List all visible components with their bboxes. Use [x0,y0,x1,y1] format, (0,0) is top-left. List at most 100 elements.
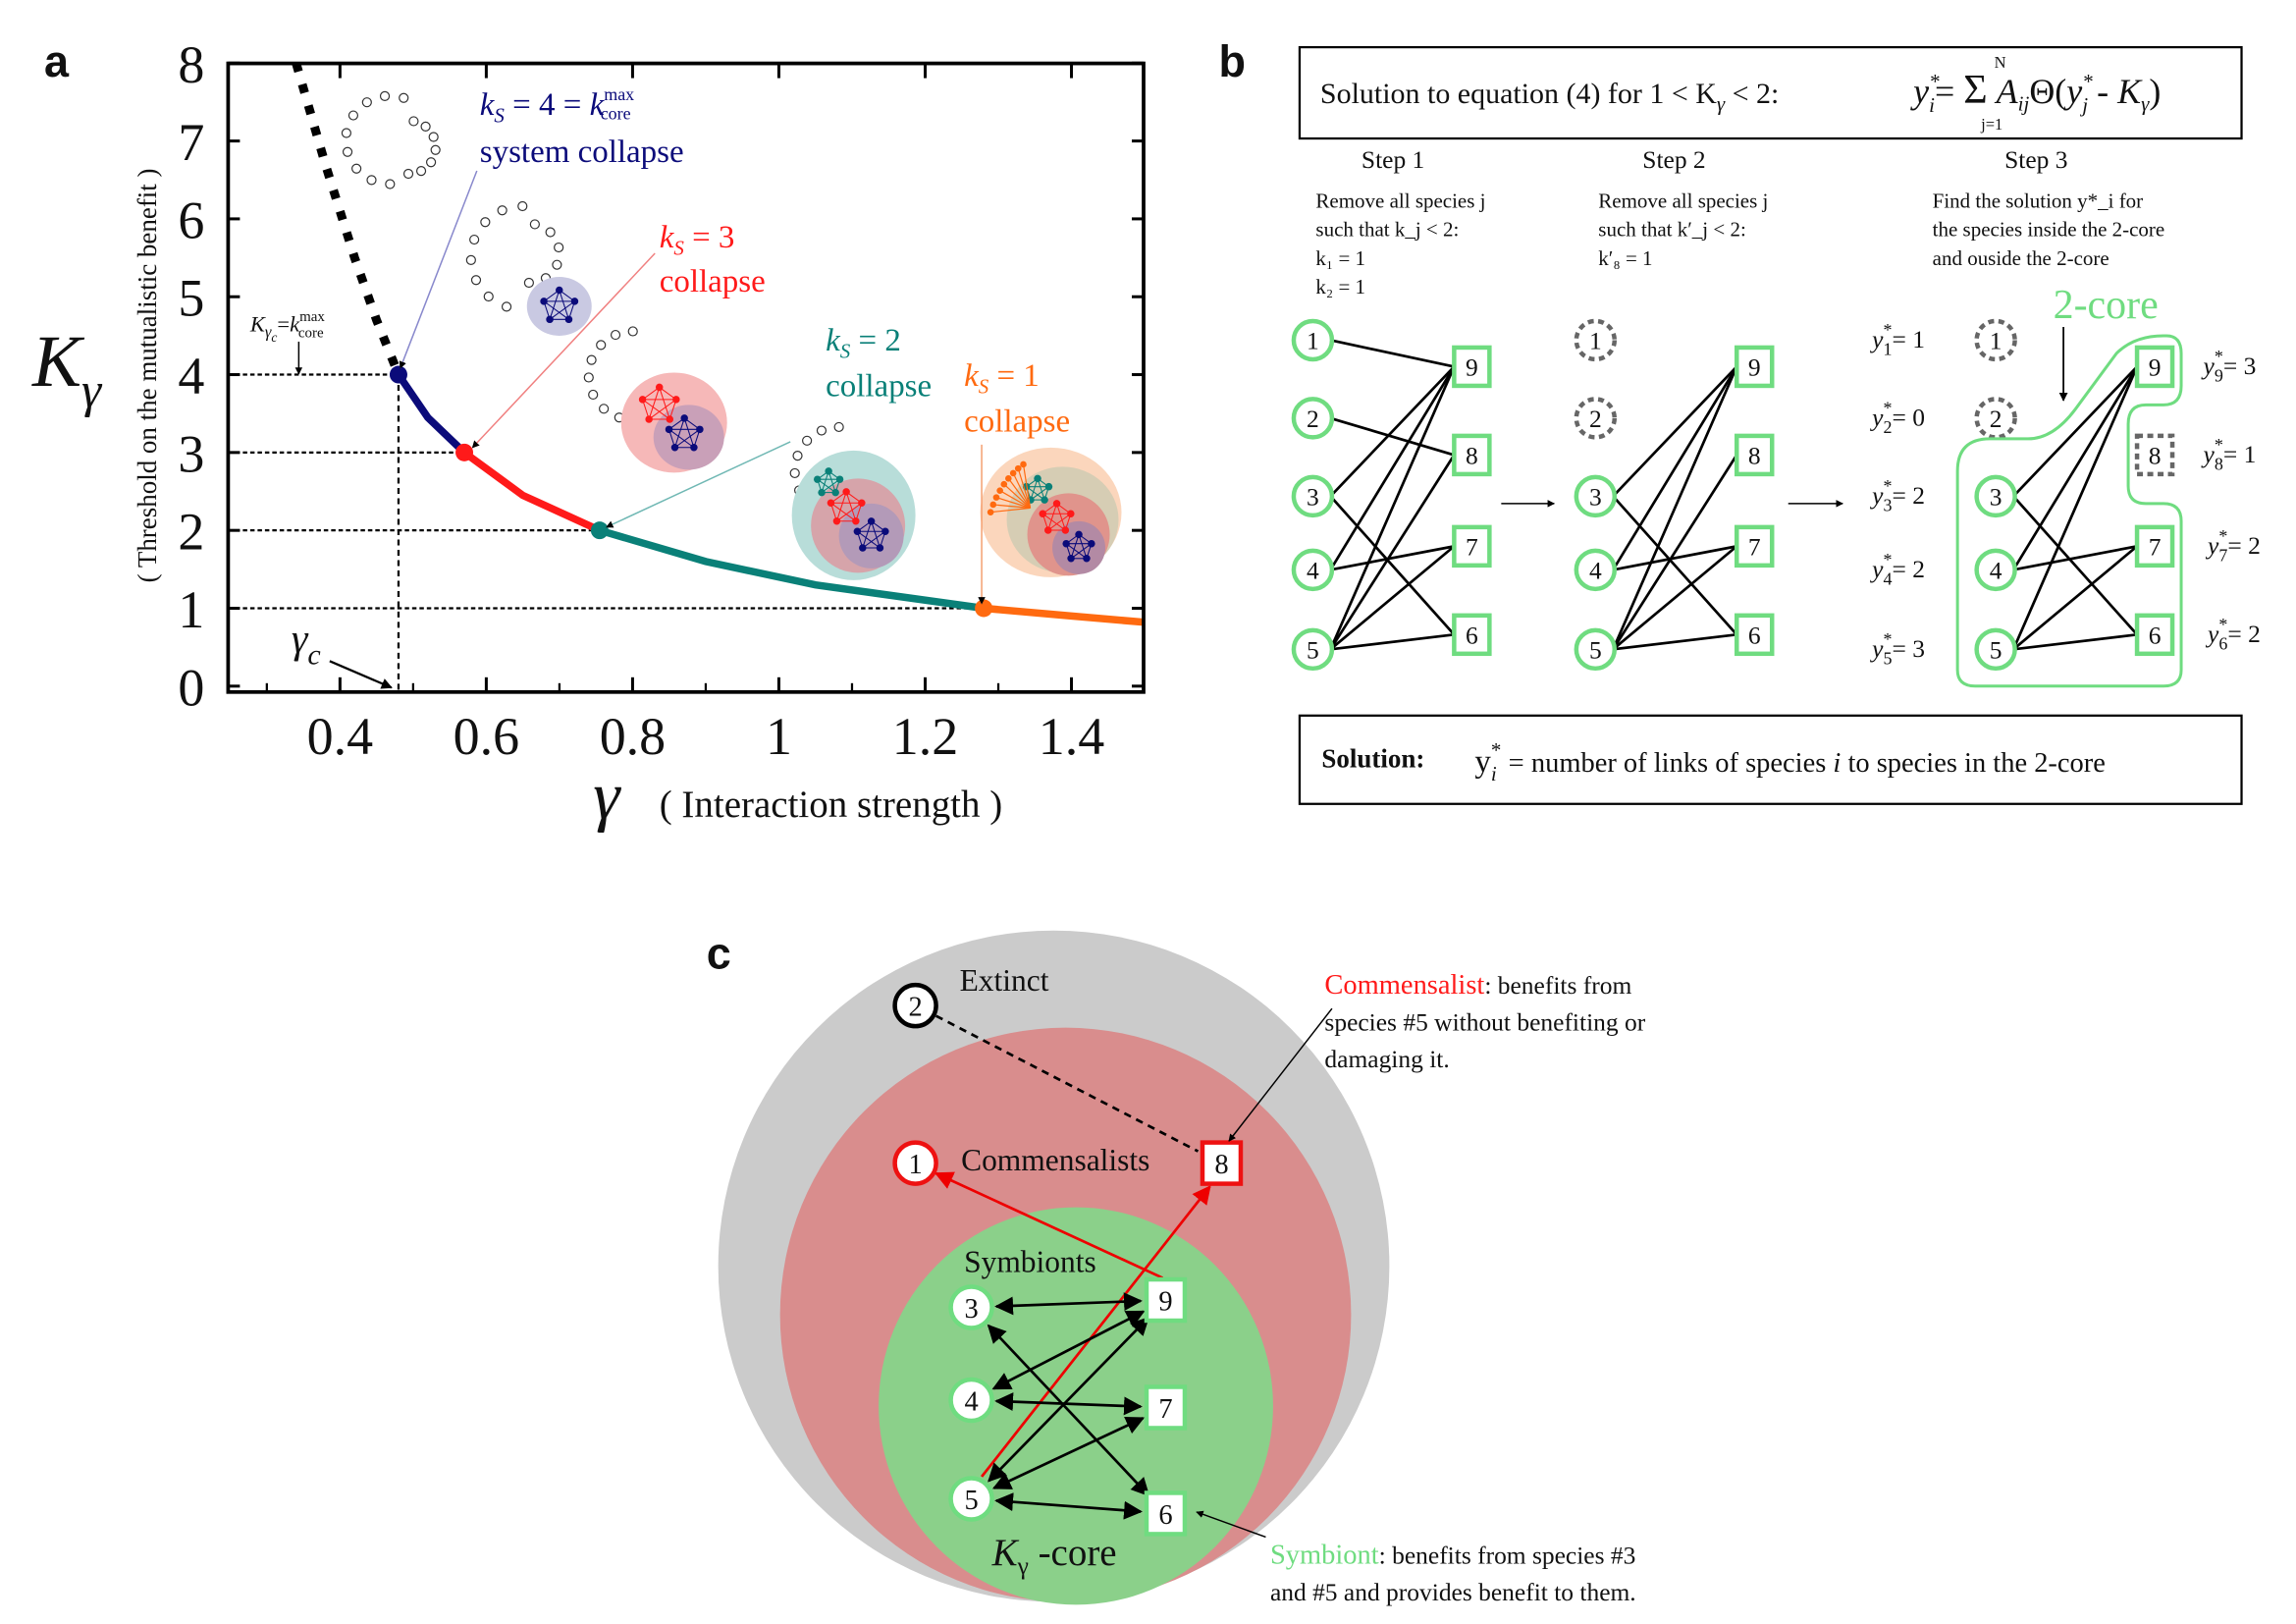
transition-point [975,599,993,618]
y-tick-label: 7 [178,113,204,172]
species-square-6 [2134,613,2175,657]
y-tick-label: 6 [178,190,204,249]
species-dot [789,467,800,479]
species-dot [523,277,534,289]
network-node [818,488,826,497]
y-symbol: y [1869,403,1884,431]
network-node [1052,500,1061,508]
link-3-9 [1329,365,1456,498]
network-link [1070,543,1093,560]
network-node [832,516,841,525]
network-link [862,530,886,549]
x-axis-symbol: γ [593,759,621,834]
species-circle-5 [948,1476,994,1522]
network-node [1009,469,1017,477]
symbiont-pointer [1196,1510,1266,1539]
annotation-ks3: kS = 3 [660,220,735,259]
commensalist-note-line2: species #5 without benefiting or [1324,1008,1645,1037]
solution-right: y*9= 3 [2201,347,2257,385]
species-dot [816,425,828,436]
link-5-6 [2012,632,2138,651]
link-5-9 [1612,365,1738,650]
species-dot [425,157,437,168]
panel-b: b Solution to equation (4) for 1 < Kγ < … [1218,36,2261,805]
extinct-label: Extinct [960,963,1049,998]
step-description-line: such that k_j < 2: [1315,218,1459,242]
species-dot [529,219,540,230]
star: * [1883,550,1892,569]
curve-ks4 [395,372,467,456]
species-dot [351,163,362,174]
species-label: 4 [1589,556,1602,584]
network-link [642,399,670,420]
species-label: 9 [1748,352,1761,381]
link-5-6 [1330,632,1455,651]
network-node [996,487,1003,494]
step-description-line: k₂ = 1 [1315,275,1365,298]
network-link [1022,463,1032,509]
species-circle-2 [892,982,938,1029]
panel-label-c: c [707,929,731,979]
species-label: 3 [964,1294,978,1325]
network-node [638,396,647,404]
step-description-line: the species inside the 2-core [1933,218,2165,242]
value: = 1 [1893,325,1925,353]
subscript: 5 [1884,648,1893,668]
network-node [1044,482,1053,491]
x-tick-label: 1.2 [892,707,958,766]
network-link [1030,486,1049,501]
species-label: 7 [1158,1394,1172,1425]
curve-ks2 [598,526,985,613]
solution-text: y*i= number of links of species i to spe… [1474,738,2106,785]
star: * [2218,526,2227,546]
network-link [1003,483,1031,509]
value: = 2 [1893,555,1925,583]
link-5-8 [1329,454,1456,651]
y-symbol: y [2205,531,2219,560]
species-circle-3 [948,1284,994,1330]
step-description-line: and ouside the 2-core [1933,246,2109,270]
curve-unstable [292,62,403,377]
species-label: 9 [1466,352,1478,381]
network-node [1020,460,1027,468]
network-illustrations [341,90,1122,580]
species-dot [399,92,409,103]
network-link [999,490,1031,509]
species-square-8 [1734,433,1775,477]
species-label: 3 [1589,482,1602,511]
solution-left: y*5= 3 [1869,629,1925,668]
species-dot [480,217,491,228]
extinct-link-2-8 [934,1014,1200,1153]
network-link [543,300,569,320]
network-node [1005,474,1012,482]
species-circle-4 [948,1377,994,1424]
equation-box [1298,45,2243,140]
star: * [1883,320,1892,340]
network-node [564,315,573,324]
symbiont-note: Symbiont: benefits from species #3 [1270,1540,1635,1570]
species-square-9 [1452,345,1492,389]
species-square-7 [1452,524,1492,568]
pointer-ks4 [399,170,478,369]
y-tick-label: 2 [178,503,204,562]
species-square-7 [1144,1384,1188,1431]
pointer-gamma-c [329,660,393,689]
link-3-6 [2012,495,2139,636]
step-description-line: such that k′_j < 2: [1598,218,1745,242]
species-dot [792,450,803,461]
link-5-7 [1329,545,1456,651]
value: = 0 [1893,403,1925,431]
mutual-link-5-6 [994,1492,1143,1520]
network-link [1030,478,1039,501]
y-axis-symbol: Kγ [31,321,103,418]
network-link [683,417,695,448]
annotation-ks1-collapse: collapse [964,404,1070,439]
solution-box [1298,714,2243,805]
reference-lines [228,373,985,692]
subscript: 2 [1884,417,1893,437]
species-label: 6 [1748,621,1761,649]
species-label: 9 [1158,1287,1172,1318]
